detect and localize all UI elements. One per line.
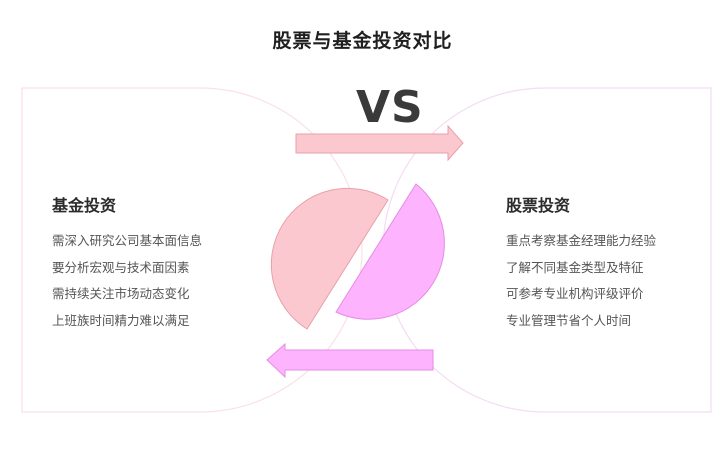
list-item: 要分析宏观与技术面因素: [52, 259, 190, 275]
left-panel-list: 需深入研究公司基本面信息 要分析宏观与技术面因素 需持续关注市场动态变化 上班族…: [52, 228, 202, 334]
left-panel-outline: [21, 87, 363, 413]
right-half-circle: [335, 183, 445, 320]
split-circle-icon: [270, 183, 445, 330]
vs-label: VS: [356, 82, 424, 133]
list-item: 了解不同基金类型及特征: [506, 259, 644, 275]
list-item: 上班族时间精力难以满足: [52, 312, 190, 328]
list-item: 可参考专业机构评级评价: [506, 286, 644, 301]
list-item: 专业管理节省个人时间: [506, 312, 632, 328]
right-panel-heading: 股票投资: [506, 196, 571, 215]
right-panel-list: 重点考察基金经理能力经验 了解不同基金类型及特征 可参考专业机构评级评价 专业管…: [506, 228, 656, 334]
list-item: 需深入研究公司基本面信息: [52, 233, 203, 248]
arrow-right-icon: [295, 124, 464, 162]
list-item: 重点考察基金经理能力经验: [506, 233, 657, 248]
left-panel-heading: 基金投资: [52, 196, 117, 215]
arrow-left-icon: [266, 342, 434, 379]
left-half-circle: [270, 187, 389, 330]
list-item: 需持续关注市场动态变化: [52, 286, 190, 301]
page-title: 股票与基金投资对比: [272, 30, 453, 52]
